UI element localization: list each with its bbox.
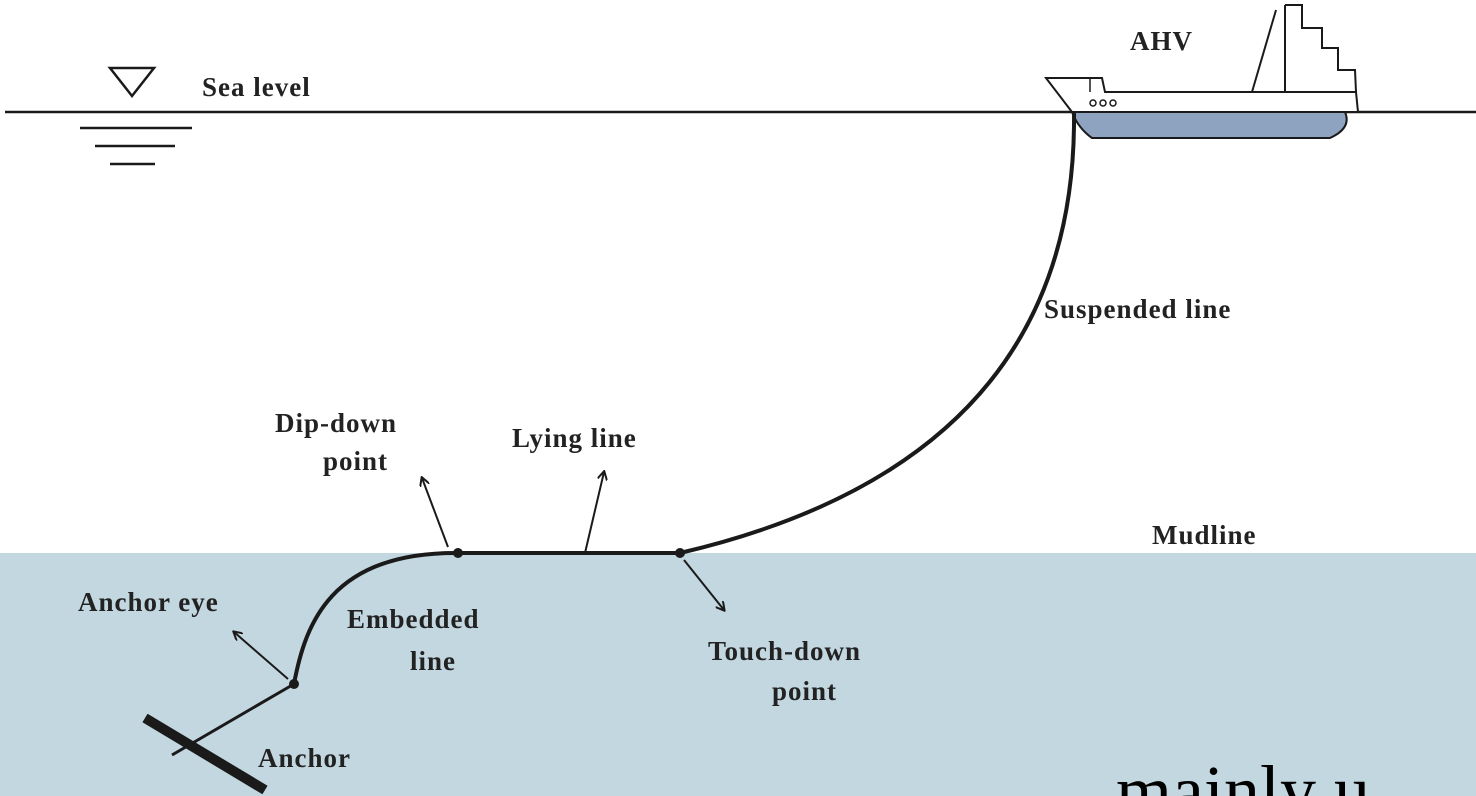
sea-level-label: Sea level [202, 72, 311, 102]
touch-down-point-label-line1: Touch-down [708, 636, 861, 666]
water-level-triangle-icon [80, 66, 192, 166]
ship-icon [1043, 4, 1360, 139]
touch-down-point-marker [675, 548, 685, 558]
mudline-label: Mudline [1152, 520, 1257, 550]
dip-down-arrow [422, 478, 449, 548]
lying-line-arrow [584, 472, 604, 554]
dip-down-point-marker [453, 548, 463, 558]
anchor-eye-label: Anchor eye [78, 587, 219, 617]
embedded-line-label-line2: line [410, 646, 456, 676]
anchor-label: Anchor [258, 743, 351, 773]
vessel-label: AHV [1130, 26, 1193, 56]
suspended-line-label: Suspended line [1044, 294, 1231, 324]
overlay-text: mainly u [1116, 751, 1370, 796]
touch-down-point-label-line2: point [772, 676, 837, 706]
dip-down-point-label-line1: Dip-down [275, 408, 397, 438]
touch-down-arrow [683, 559, 724, 610]
embedded-line-label-line1: Embedded [347, 604, 480, 634]
anchor-bar-icon [142, 713, 268, 795]
suspended-line-curve [679, 111, 1077, 555]
lying-line-label: Lying line [512, 423, 637, 453]
embedded-line-curve [292, 550, 459, 685]
anchor-eye-arrow [234, 632, 289, 680]
seabed-region [0, 553, 1476, 796]
dip-down-point-label-line2: point [323, 446, 388, 476]
anchor-eye-marker [289, 679, 299, 689]
